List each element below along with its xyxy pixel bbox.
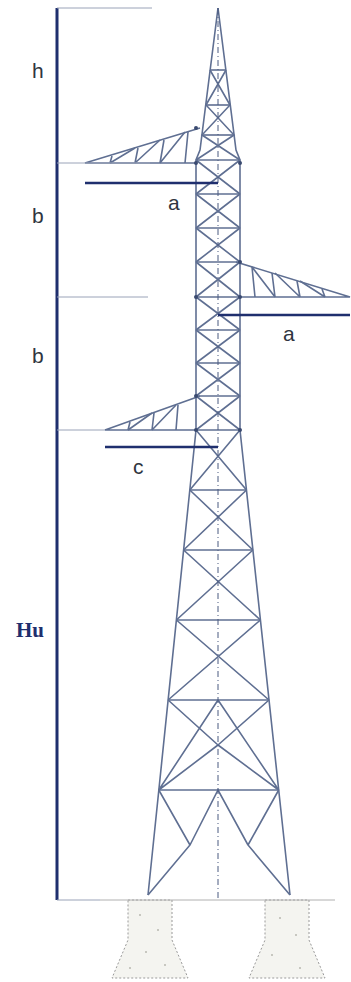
dimension-label: b bbox=[32, 205, 44, 226]
dimension-label: h bbox=[32, 60, 44, 81]
center-axis bbox=[218, 8, 219, 900]
ground-line bbox=[100, 900, 335, 901]
dimension-label: c bbox=[133, 456, 144, 477]
dimension-label: a bbox=[283, 323, 295, 344]
dimension-label: b bbox=[32, 345, 44, 366]
dimension-label: a bbox=[168, 192, 180, 213]
dimension-line bbox=[57, 8, 350, 900]
height-label: Hu bbox=[16, 620, 44, 641]
foundation bbox=[112, 900, 325, 978]
foundation-texture bbox=[129, 914, 301, 969]
